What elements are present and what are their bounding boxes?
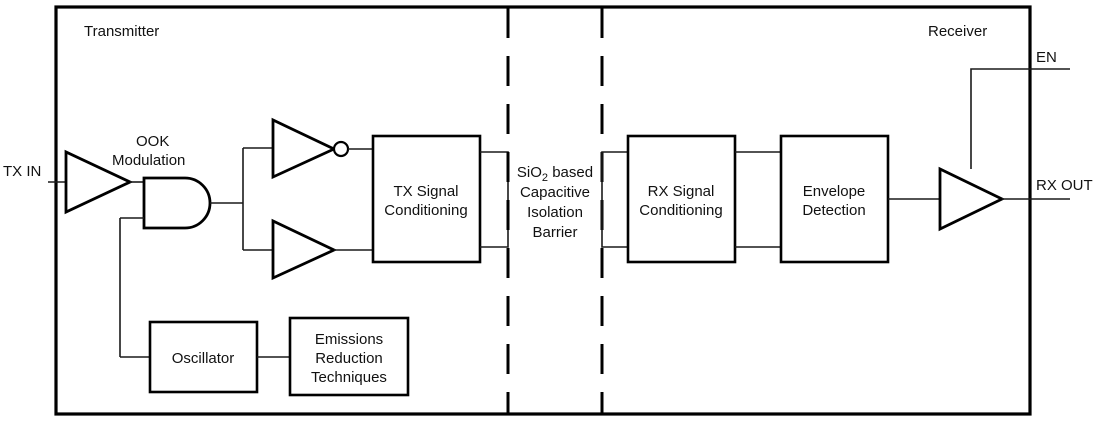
oscillator-label: Oscillator (172, 350, 235, 367)
input-buffer-gate (64, 149, 134, 215)
emissions-reduction-block (288, 316, 410, 397)
rx-signal-conditioning-label-line2: Conditioning (639, 202, 722, 219)
envelope-detection-label-line2: Detection (802, 202, 865, 219)
envelope-detection-block (779, 134, 890, 264)
and-gate (142, 176, 212, 230)
rx-out-pin-label: RX OUT (1036, 177, 1093, 194)
oscillator-block (148, 320, 259, 394)
tx-buffer-gate (271, 218, 338, 281)
transmitter-section-label: Transmitter (84, 23, 159, 40)
rx-signal-conditioning-label-line1: RX Signal (648, 183, 715, 200)
inverter-bubble-icon (332, 140, 350, 158)
barrier-label-line1: SiO2 based (517, 164, 593, 184)
tx-signal-conditioning-label-line1: TX Signal (393, 183, 458, 200)
rx-capacitor-plate (601, 151, 628, 248)
barrier-label-based: based (548, 164, 593, 181)
barrier-label-line2: Capacitive (520, 184, 590, 201)
emissions-reduction-label-line3: Techniques (311, 369, 387, 386)
envelope-detection-label-line1: Envelope (803, 183, 866, 200)
tx-capacitor-plate (480, 151, 509, 248)
output-buffer-gate (938, 166, 1006, 232)
inverter-gate (271, 117, 338, 180)
receiver-section-label: Receiver (928, 23, 987, 40)
barrier-label-line4: Barrier (532, 224, 577, 241)
tx-signal-conditioning-label-line2: Conditioning (384, 202, 467, 219)
barrier-label-subscript: 2 (542, 172, 548, 184)
barrier-label-line3: Isolation (527, 204, 583, 221)
ook-label-line1: OOK (136, 133, 169, 150)
emissions-reduction-label-line2: Reduction (315, 350, 383, 367)
en-pin-label: EN (1036, 49, 1057, 66)
en-wire (970, 68, 1070, 169)
ook-label-line2: Modulation (112, 152, 185, 169)
tx-in-pin-label: TX IN (3, 163, 41, 180)
barrier-label-sio: SiO (517, 164, 542, 181)
emissions-reduction-label-line1: Emissions (315, 331, 383, 348)
tx-signal-conditioning-block (371, 134, 482, 264)
device-outline (54, 5, 1032, 416)
rx-signal-conditioning-block (626, 134, 737, 264)
